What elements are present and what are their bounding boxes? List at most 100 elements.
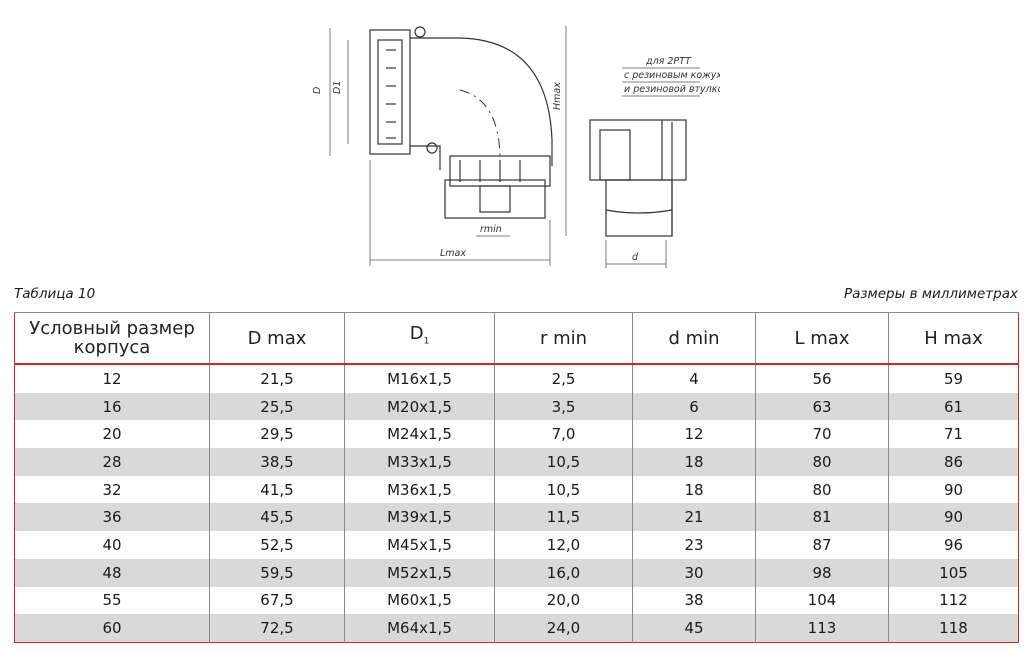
table-cell: 45	[632, 614, 756, 643]
table-cell: 20,0	[494, 586, 633, 615]
table-cell: 23	[632, 531, 756, 559]
header-d1: D1	[344, 312, 495, 365]
header-lmax: L max	[755, 312, 889, 365]
table-cell: 41,5	[209, 475, 345, 504]
table-cell: 20	[102, 425, 122, 444]
label-d: d	[632, 252, 639, 263]
note-line3: и резиновой втулкой	[624, 84, 720, 95]
table-cell: 52,5	[209, 531, 345, 559]
table-cell: 104	[755, 586, 889, 615]
table-cell: M16x1,5	[344, 364, 495, 393]
table-cell: 32	[102, 480, 122, 499]
elbow-outer	[410, 37, 553, 166]
label-D1: D1	[332, 81, 343, 94]
table-cell: 18	[632, 448, 756, 476]
table-cell: M33x1,5	[344, 448, 495, 476]
table-caption: Таблица 10	[14, 286, 96, 302]
table-cell: M20x1,5	[344, 392, 495, 421]
table-cell: 24,0	[494, 614, 633, 643]
table-cell: M64x1,5	[344, 614, 495, 643]
table-header-row: Условный размер корпуса D max D1 r min d…	[14, 312, 1019, 365]
table-cell: 29,5	[209, 420, 345, 449]
table-cell: M24x1,5	[344, 420, 495, 449]
table-cell: 48	[14, 558, 210, 587]
table-cell: 67,5	[209, 586, 345, 615]
table-cell: 18	[632, 475, 756, 504]
table-cell: 6	[632, 392, 756, 421]
table-cell: 70	[755, 420, 889, 449]
label-rmin: rmin	[480, 224, 502, 235]
table-cell: 113	[755, 614, 889, 643]
table-cell: 16	[14, 392, 210, 421]
dimensions-table: Условный размер корпуса D max D1 r min d…	[14, 312, 1019, 643]
flange-body	[369, 29, 411, 155]
table-cell: 10,5	[494, 475, 633, 504]
table-cell: 21	[632, 503, 756, 532]
table-cell: 38	[632, 586, 756, 615]
table-cell: M60x1,5	[344, 586, 495, 615]
table-cell: 80	[755, 448, 889, 476]
header-size: Условный размер корпуса	[14, 312, 210, 365]
table-cell: 11,5	[494, 503, 633, 532]
table-cell: M45x1,5	[344, 531, 495, 559]
table-cell: 12,0	[494, 531, 633, 559]
table-cell: 16,0	[494, 558, 633, 587]
technical-drawing: D D1 Hmax rmin Lmax d для 2РТТ с резинов…	[312, 26, 720, 268]
label-Lmax: Lmax	[440, 248, 466, 259]
table-cell: 60	[14, 614, 210, 643]
table-cell: 2,5	[494, 364, 633, 393]
table-cell: 36	[14, 503, 210, 532]
table-cell: 81	[755, 503, 889, 532]
table-cell: 21,5	[209, 364, 345, 393]
table-cell: 25,5	[209, 392, 345, 421]
table-cell: 72,5	[209, 614, 345, 643]
table-cell: 105	[888, 558, 1019, 587]
units-caption: Размеры в миллиметрах	[843, 286, 1018, 302]
table-cell: 80	[755, 475, 889, 504]
table-cell: 56	[755, 364, 889, 393]
note-line1: для 2РТТ	[645, 56, 692, 67]
table-cell: M39x1,5	[344, 503, 495, 532]
flange-inner	[377, 39, 403, 145]
header-dmin: d min	[632, 312, 756, 365]
table-cell: 61	[888, 392, 1019, 421]
table-cell: 12	[632, 420, 756, 449]
table-cell: 38,5	[209, 448, 345, 476]
table-cell: M52x1,5	[344, 558, 495, 587]
nut-bottom	[444, 179, 546, 219]
table-cell: 63	[755, 392, 889, 421]
detail-bottom	[605, 179, 673, 237]
table-cell: 28	[14, 448, 210, 476]
header-rmin: r min	[494, 312, 633, 365]
table-cell: 98	[755, 558, 889, 587]
label-D: D	[312, 87, 323, 94]
table-cell: 71	[888, 420, 1019, 449]
table-cell: 87	[755, 531, 889, 559]
table-cell: 12	[102, 369, 122, 388]
note-line2: с резиновым кожухом	[624, 70, 720, 81]
table-cell: 55	[102, 591, 122, 610]
header-dmax: D max	[209, 312, 345, 365]
header-hmax: H max	[888, 312, 1019, 365]
table-cell: 59	[888, 364, 1019, 393]
table-cell: 86	[888, 448, 1019, 476]
table-cell: 40	[102, 535, 122, 554]
table-cell: 96	[888, 531, 1019, 559]
table-cell: 10,5	[494, 448, 633, 476]
table-cell: 7,0	[494, 420, 633, 449]
table-cell: 4	[632, 364, 756, 393]
table-cell: 30	[632, 558, 756, 587]
table-cell: 90	[888, 475, 1019, 504]
table-cell: 45,5	[209, 503, 345, 532]
table-cell: 3,5	[494, 392, 633, 421]
